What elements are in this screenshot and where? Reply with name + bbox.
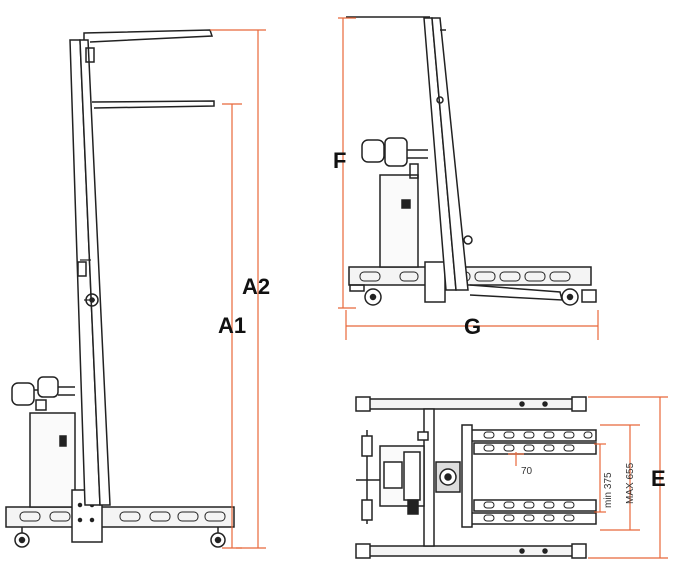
dimension-label-max: MAX 655 xyxy=(625,462,636,504)
base-slots-left xyxy=(19,511,226,522)
wheel-left-rear xyxy=(210,527,226,548)
wheel-left-front xyxy=(14,527,30,548)
gearbox-cluster xyxy=(379,431,461,515)
inner-fork-upper xyxy=(467,429,597,455)
outer-rail-bottom xyxy=(359,545,586,557)
cross-beam xyxy=(423,408,435,547)
dimension-label-70: 70 xyxy=(521,466,533,477)
outer-rail-top xyxy=(359,398,586,410)
dimension-label-g: G xyxy=(464,314,482,339)
side-view-lowered xyxy=(346,16,597,306)
top-fork-arm xyxy=(83,29,214,43)
middle-fork-arm xyxy=(91,100,215,109)
dimension-label-min: min 375 xyxy=(603,472,614,508)
mast-inner-right xyxy=(431,17,469,291)
wheel-right-front xyxy=(349,284,382,306)
dimension-fg-lines xyxy=(338,17,599,340)
wheel-right-rear xyxy=(561,288,597,306)
side-view-raised xyxy=(5,29,235,548)
dimension-label-f: F xyxy=(333,148,347,173)
mast-inner-left xyxy=(79,39,111,506)
dimension-label-a1: A1 xyxy=(218,313,247,338)
dimension-plan-lines xyxy=(508,396,668,559)
motor-housing-right xyxy=(379,174,419,268)
inner-fork-lower xyxy=(467,499,597,525)
motor-housing-left xyxy=(29,412,76,508)
lifting-head-right xyxy=(361,137,428,179)
plan-view xyxy=(355,396,597,559)
dimension-label-e: E xyxy=(651,466,666,491)
lifting-head-left xyxy=(11,376,75,411)
dimension-a-lines xyxy=(210,29,266,549)
dimension-label-a2: A2 xyxy=(242,274,271,299)
